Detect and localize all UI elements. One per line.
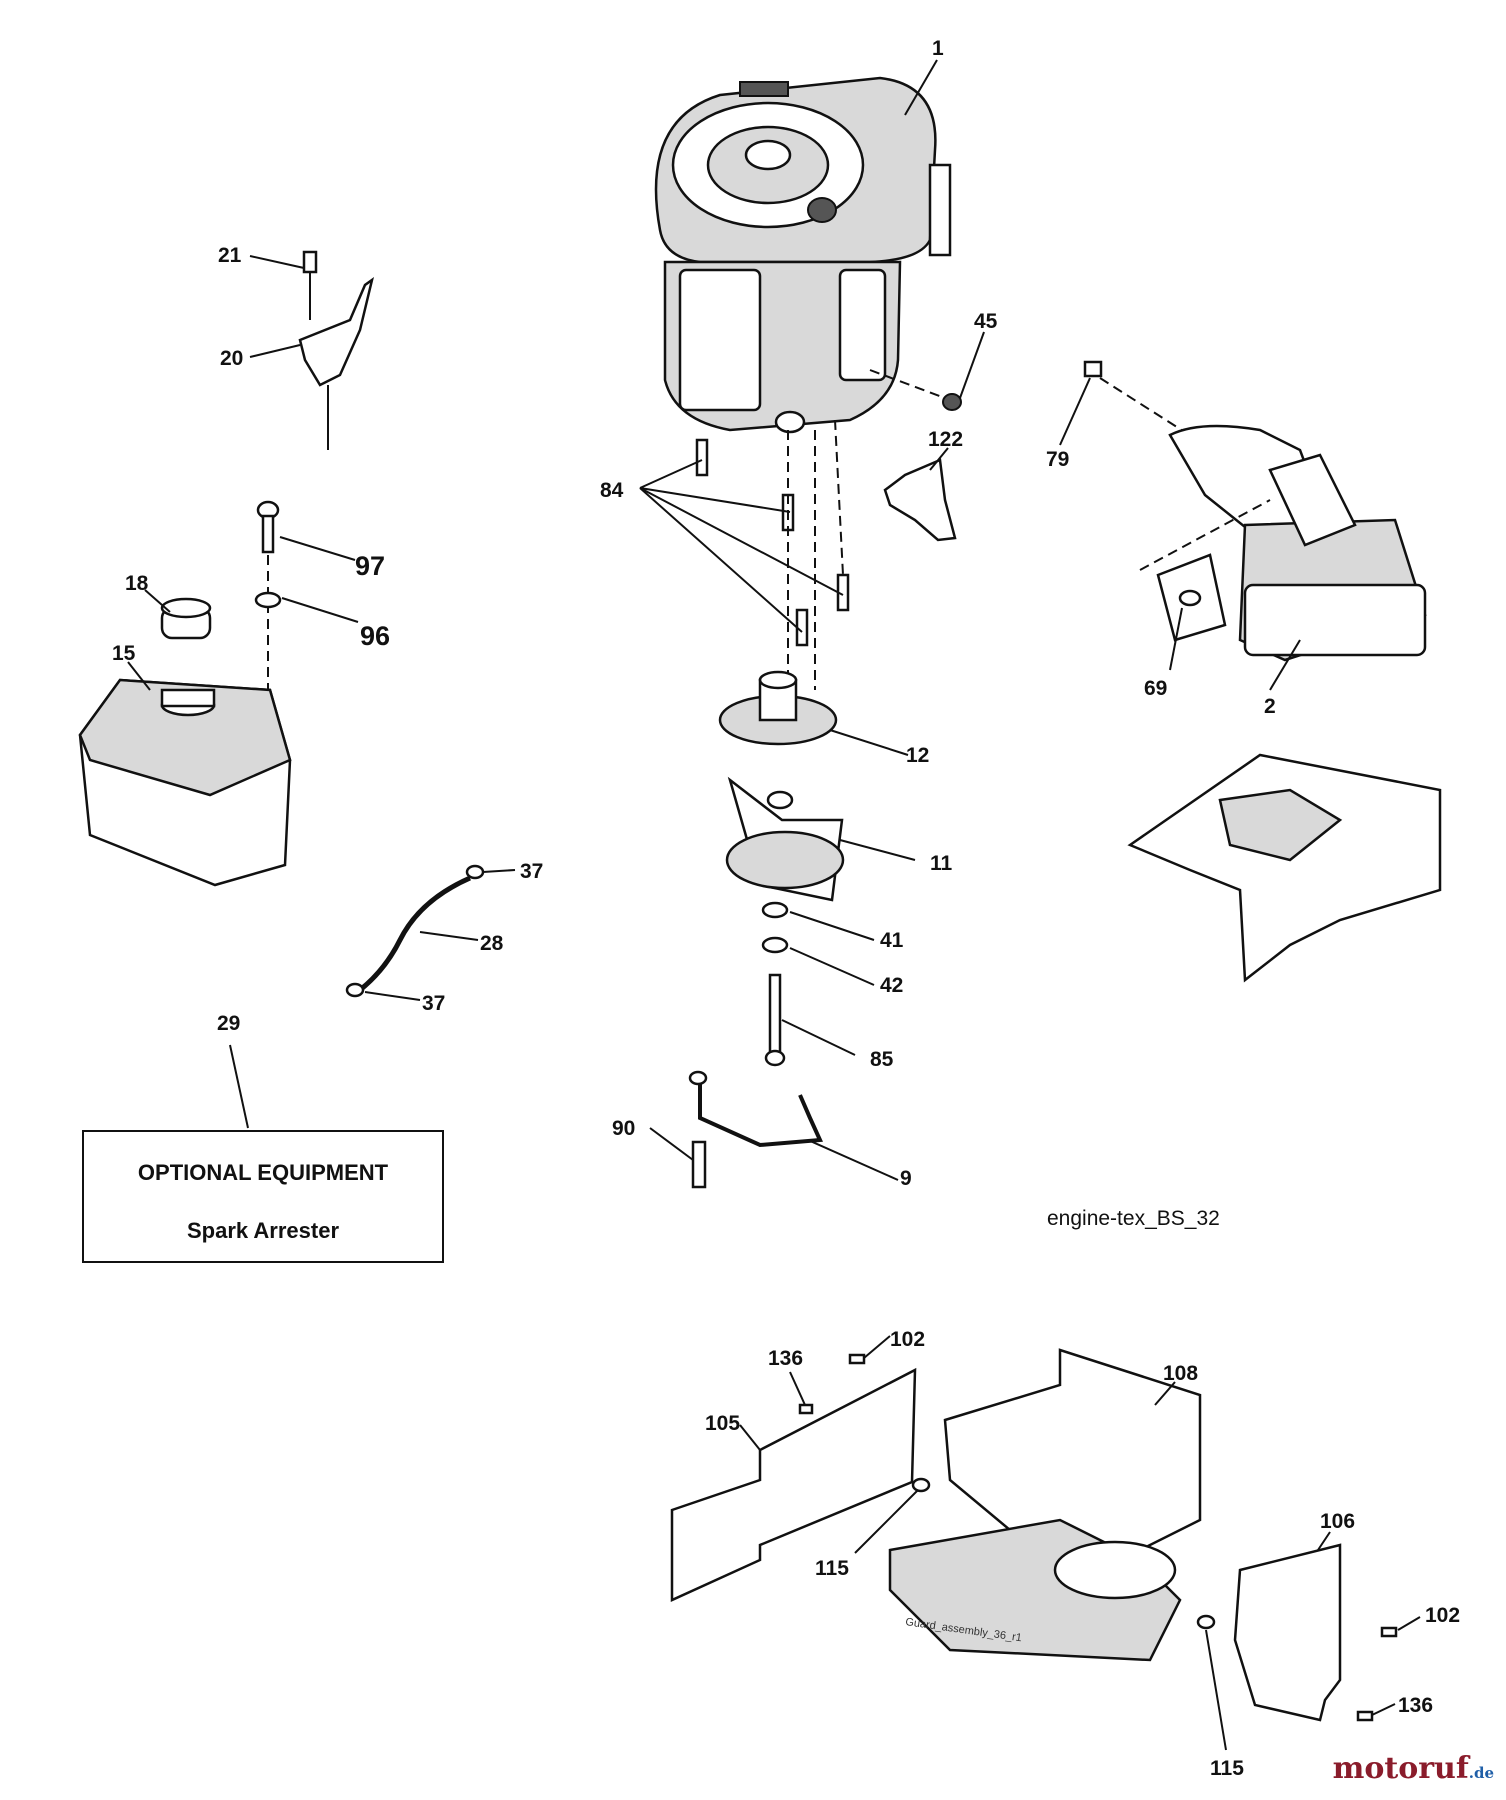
callout-2: 2 (1264, 695, 1276, 718)
callout-28: 28 (480, 932, 504, 955)
diagram-id: engine-tex_BS_32 (1047, 1207, 1220, 1230)
muffler-icon (1083, 360, 1427, 662)
watermark: motoruf.de (1333, 1751, 1494, 1786)
callout-21: 21 (218, 244, 242, 267)
callout-37b: 37 (422, 992, 445, 1015)
callout-11: 11 (930, 852, 953, 875)
callout-12: 12 (906, 744, 929, 767)
callout-labels: 1 21 20 97 96 18 15 84 45 122 79 69 2 12… (112, 37, 1460, 1780)
callout-115a: 115 (815, 1557, 849, 1580)
callout-9: 9 (900, 1167, 912, 1190)
optional-equipment-box: OPTIONAL EQUIPMENT Spark Arrester (82, 1130, 444, 1263)
callout-1: 1 (932, 37, 944, 60)
callout-115b: 115 (1210, 1757, 1244, 1780)
callout-79: 79 (1046, 448, 1069, 471)
callout-90: 90 (612, 1117, 635, 1140)
callout-105: 105 (705, 1412, 740, 1435)
callout-136a: 136 (768, 1347, 803, 1370)
callout-122: 122 (928, 428, 963, 451)
callout-18: 18 (125, 572, 149, 595)
bolt-washer-icon (254, 500, 282, 800)
fuel-line-icon (345, 864, 485, 998)
engine-icon (654, 76, 952, 434)
callout-15: 15 (112, 642, 136, 665)
optional-equipment-title: OPTIONAL EQUIPMENT (137, 1160, 389, 1185)
callout-41: 41 (880, 929, 904, 952)
watermark-tld: .de (1468, 1764, 1494, 1782)
nut-bracket-icon (869, 369, 962, 542)
callout-42: 42 (880, 974, 903, 997)
mounting-plate-icon (1127, 753, 1442, 983)
callout-85: 85 (870, 1048, 894, 1071)
callout-45: 45 (974, 310, 998, 333)
fuel-tank-icon (78, 678, 292, 887)
throttle-bracket-icon (298, 250, 374, 450)
pulley-clutch-icon (718, 670, 845, 902)
leader-lines (127, 59, 1421, 1751)
optional-equipment-item: Spark Arrester (186, 1218, 340, 1243)
callout-20: 20 (220, 347, 243, 370)
callout-136b: 136 (1398, 1694, 1433, 1717)
callout-102a: 102 (890, 1328, 925, 1351)
callout-108: 108 (1163, 1362, 1198, 1385)
guard-assembly-icon: Guard_assembly_36_r1 (670, 1348, 1398, 1722)
callout-96: 96 (360, 621, 390, 651)
fuel-cap-icon (160, 597, 212, 640)
callout-97: 97 (355, 551, 385, 581)
callout-69: 69 (1144, 677, 1167, 700)
callout-84: 84 (600, 479, 624, 502)
callout-106: 106 (1320, 1510, 1355, 1533)
washers-bolt-icon (688, 901, 823, 1189)
watermark-name: motoruf (1332, 1751, 1469, 1786)
callout-37a: 37 (520, 860, 543, 883)
bolts-icon (695, 419, 850, 690)
callout-102b: 102 (1425, 1604, 1460, 1627)
callout-29: 29 (217, 1012, 240, 1035)
